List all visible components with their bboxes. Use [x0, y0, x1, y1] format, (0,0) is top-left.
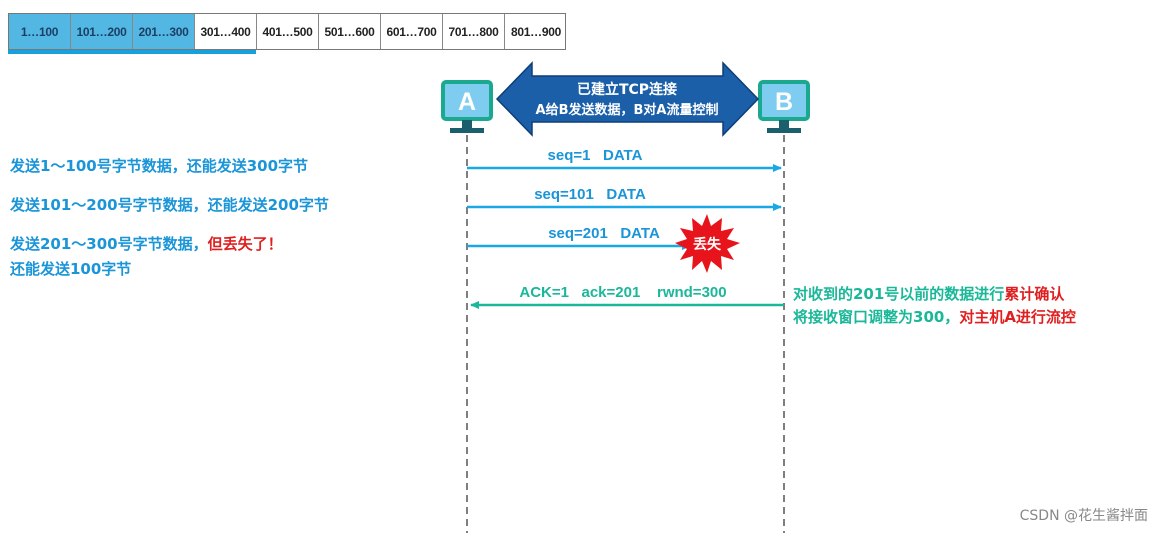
buffer-segment: 301…400	[195, 14, 257, 49]
data-label-seq101: seq=101 DATA	[534, 186, 646, 203]
note-window-adjust: 将接收窗口调整为300，对主机A进行流控	[793, 307, 1076, 328]
buffer-segment: 601…700	[381, 14, 443, 49]
send-window-indicator	[8, 50, 256, 54]
lost-label: 丢失	[693, 236, 722, 253]
lost-burst-icon: 丢失	[675, 214, 740, 273]
note-window-adjust-text: 将接收窗口调整为300，	[793, 308, 960, 326]
note-remaining-100: 还能发送100字节	[10, 260, 132, 278]
host-a-computer-icon: A	[441, 80, 493, 133]
host-b-label: B	[775, 88, 793, 116]
connection-double-arrow: 已建立TCP连接 A给B发送数据，B对A流量控制	[495, 61, 760, 137]
note-cumulative-ack-text: 对收到的201号以前的数据进行	[793, 285, 1005, 303]
note-lost-text: 但丢失了！	[207, 235, 283, 253]
host-b-computer-icon: B	[758, 80, 810, 133]
ack-label: ACK=1 ack=201 rwnd=300	[519, 284, 726, 301]
buffer-segment: 401…500	[257, 14, 319, 49]
note-send-101-200: 发送101～200号字节数据，还能发送200字节	[10, 196, 329, 214]
note-send-1-100: 发送1～100号字节数据，还能发送300字节	[10, 157, 309, 175]
buffer-segment: 101…200	[71, 14, 133, 49]
data-label-seq1: seq=1 DATA	[548, 147, 643, 164]
note-cumulative-ack-red: 累计确认	[1004, 285, 1065, 303]
note-cumulative-ack: 对收到的201号以前的数据进行累计确认	[793, 284, 1064, 305]
connection-line2: A给B发送数据，B对A流量控制	[536, 102, 719, 118]
buffer-segment: 801…900	[511, 24, 561, 39]
connection-line1: 已建立TCP连接	[577, 81, 677, 98]
note-send-201-300-text: 发送201～300号字节数据，	[10, 235, 208, 253]
buffer-segment: 701…800	[443, 14, 505, 49]
host-a-label: A	[458, 88, 476, 116]
data-label-seq201: seq=201 DATA	[548, 225, 660, 242]
note-flow-control-red: 对主机A进行流控	[959, 308, 1076, 326]
watermark: CSDN @花生酱拌面	[1019, 508, 1148, 524]
buffer-segment: 1…100	[9, 14, 71, 49]
buffer-segment: 201…300	[133, 14, 195, 49]
buffer-segment: 501…600	[319, 14, 381, 49]
note-send-201-300: 发送201～300号字节数据，但丢失了！	[10, 234, 283, 255]
